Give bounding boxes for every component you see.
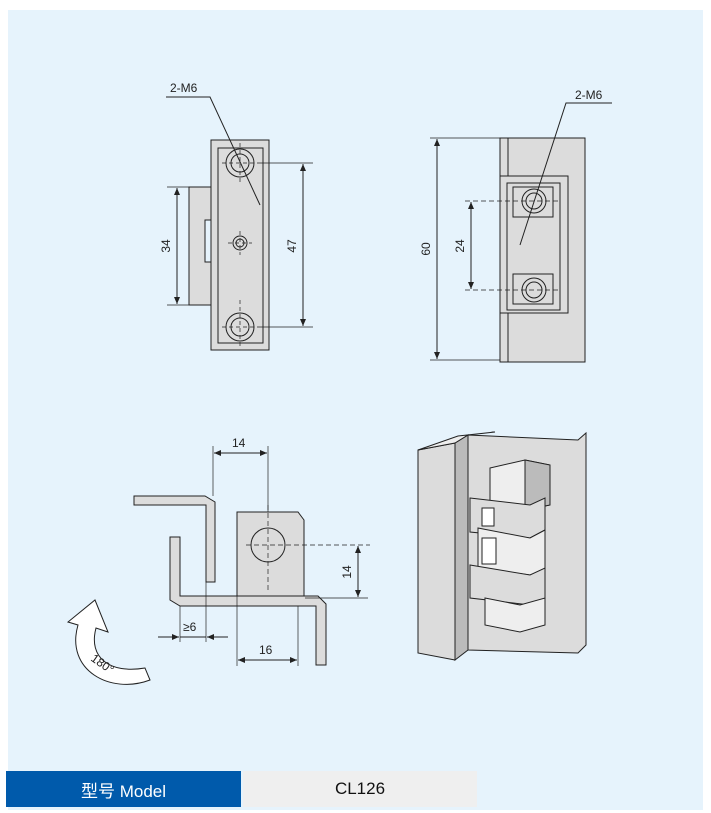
rotation-arrow-icon (66, 599, 151, 685)
isometric-view (417, 431, 587, 662)
front-thread-callout: 2-M6 (170, 81, 198, 95)
dim-34: 34 (159, 239, 173, 253)
dim-47: 47 (285, 239, 299, 253)
dim-16: 16 (259, 643, 273, 657)
dim-14-right: 14 (340, 565, 354, 579)
side-view (430, 102, 612, 363)
dim-14-top: 14 (232, 436, 246, 450)
dim-24: 24 (453, 239, 467, 253)
dim-gap: ≥6 (183, 620, 197, 634)
front-view (166, 96, 313, 351)
dim-60: 60 (419, 242, 433, 256)
side-thread-callout: 2-M6 (575, 88, 603, 102)
model-value: CL126 (243, 771, 477, 807)
model-label: 型号 Model (6, 771, 241, 807)
top-view (66, 446, 370, 685)
